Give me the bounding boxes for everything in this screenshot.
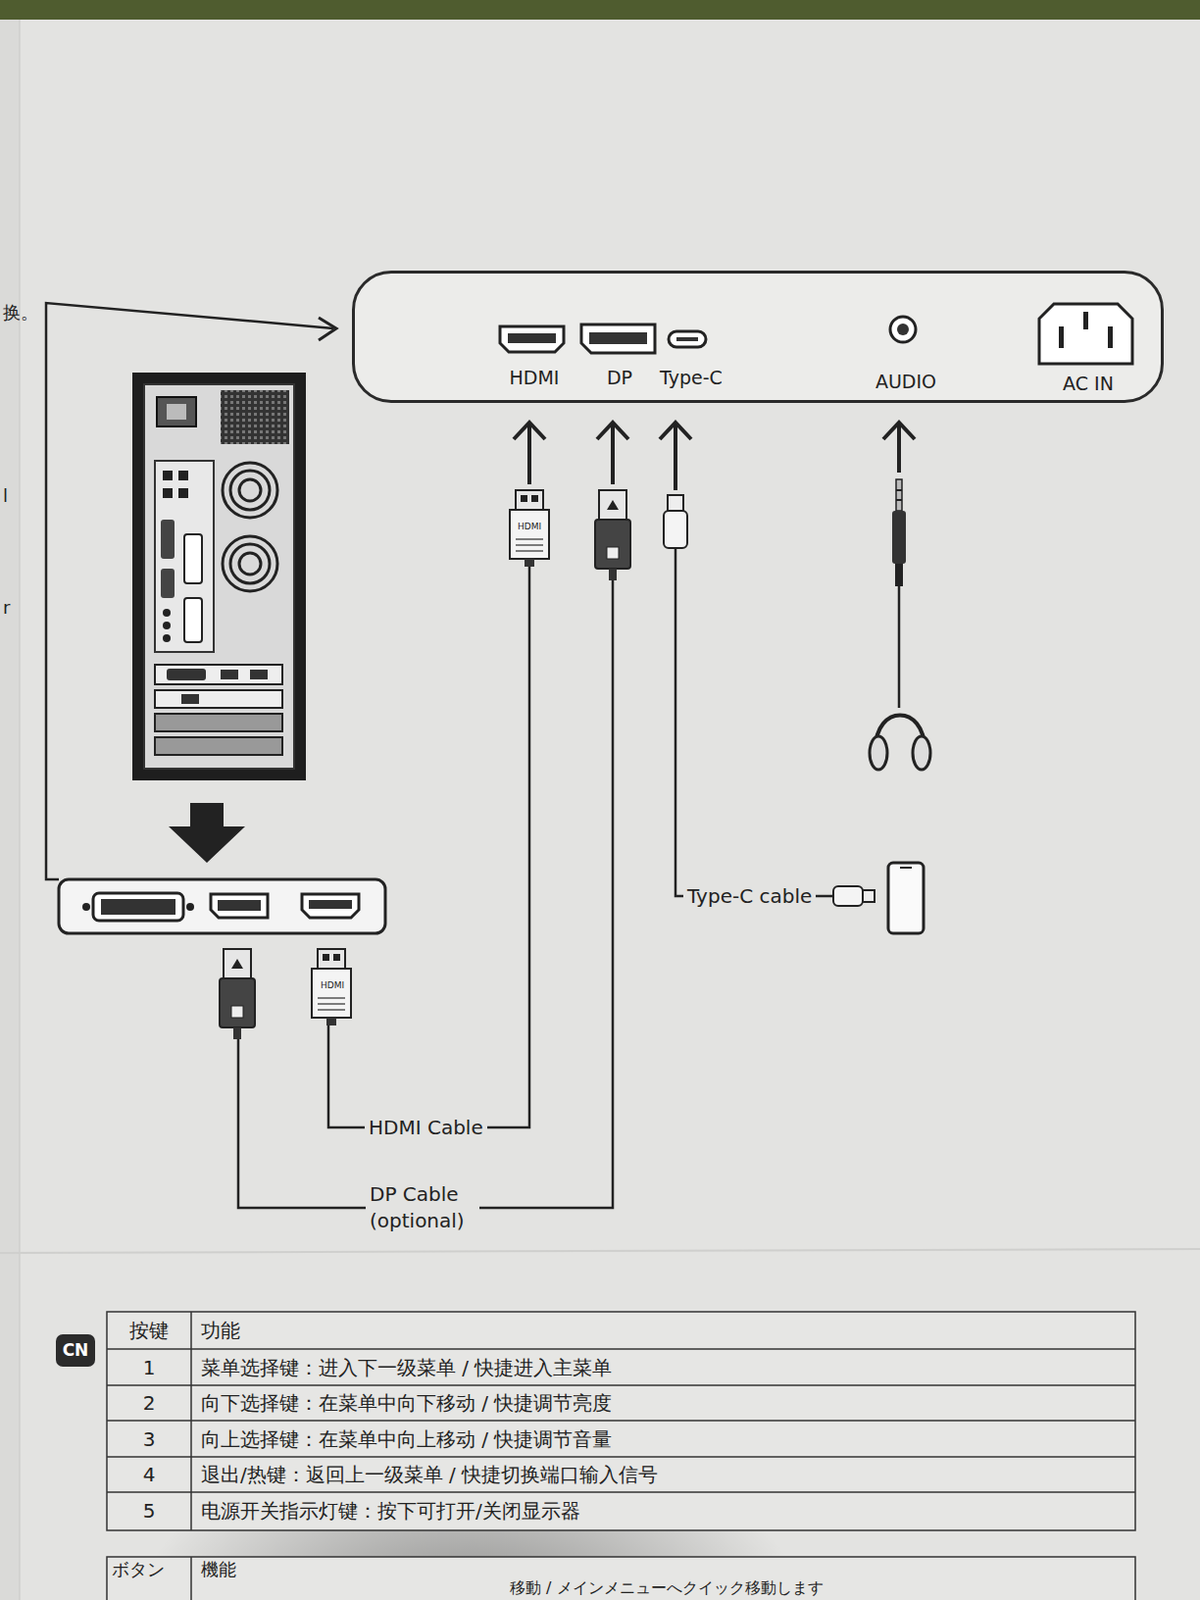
plug-marking: HDMI — [516, 521, 543, 533]
cable-label: Type-C cable — [683, 884, 816, 908]
table-header: 功能 — [200, 1318, 241, 1343]
cable-label: HDMI Cable — [364, 1115, 488, 1140]
margin-fragment: 换。 — [2, 301, 39, 324]
key-number: 3 — [143, 1427, 156, 1451]
plug-marking: HDMI — [319, 980, 346, 992]
key-number: 1 — [143, 1355, 156, 1380]
function-text: 向下选择键：在菜单中向下移动 / 快捷调节亮度 — [200, 1391, 612, 1415]
function-text: 电源开关指示灯键：按下可打开/关闭显示器 — [200, 1499, 581, 1523]
port-panel: HDMI DP Type-C AUDIO AC IN — [351, 270, 1164, 403]
key-number: 2 — [143, 1391, 156, 1415]
function-text: 向上选择键：在菜单中向上移动 / 快捷调节音量 — [200, 1427, 612, 1451]
port-label: DP — [606, 366, 633, 390]
function-text: 菜单选择键：进入下一级菜单 / 快捷进入主菜单 — [200, 1355, 612, 1380]
port-label: Type-C — [659, 366, 723, 390]
margin-fragment: r — [2, 597, 10, 619]
port-label: AC IN — [1062, 372, 1114, 396]
port-label: AUDIO — [875, 370, 937, 394]
language-badge: CN — [55, 1334, 96, 1367]
key-number: 4 — [143, 1462, 156, 1487]
margin-fragment: l — [2, 485, 8, 507]
cable-label: DP Cable (optional) — [365, 1181, 480, 1235]
function-text: 移動 / メインメニューへクイック移動します — [509, 1578, 824, 1598]
table-header: 按键 — [129, 1318, 169, 1343]
table-header: 機能 — [200, 1558, 237, 1581]
port-label: HDMI — [509, 366, 560, 390]
language-code: CN — [62, 1340, 90, 1360]
table-header: ボタン — [111, 1558, 165, 1581]
function-text: 退出/热键：返回上一级菜单 / 快捷切换端口输入信号 — [200, 1462, 658, 1487]
key-number: 5 — [143, 1499, 156, 1523]
